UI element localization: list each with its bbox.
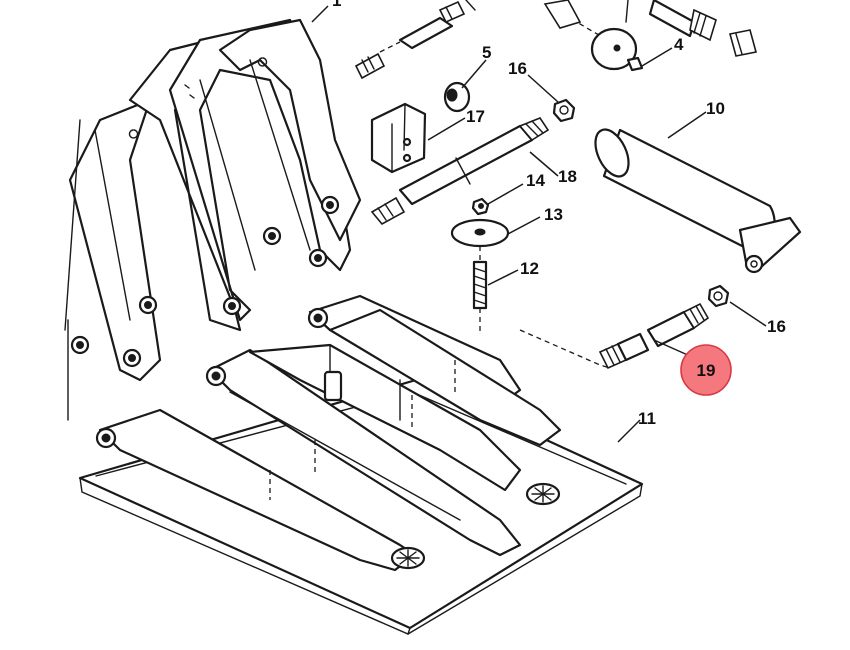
callout-11: 11 xyxy=(638,409,656,428)
handle-frame xyxy=(64,18,362,421)
callout-5: 5 xyxy=(482,43,491,62)
base-frame xyxy=(95,294,562,572)
callout-16-upper: 16 xyxy=(508,59,527,78)
callout-14: 14 xyxy=(526,171,545,190)
callouts: 1 5 16 17 4 10 18 14 13 12 16 19 11 xyxy=(332,0,786,428)
part-16-nut-upper xyxy=(552,98,576,123)
callout-1: 1 xyxy=(332,0,341,10)
callout-10: 10 xyxy=(706,99,725,118)
callout-12: 12 xyxy=(520,259,539,278)
leader-lines xyxy=(311,5,767,443)
callout-13: 13 xyxy=(544,205,563,224)
part-17-bracket xyxy=(370,102,427,174)
part-4-washer-assembly xyxy=(543,0,757,72)
part-18-shaft xyxy=(370,117,550,226)
part-10-cylinder xyxy=(594,128,802,274)
callout-18: 18 xyxy=(558,167,577,186)
top-shaft xyxy=(354,0,476,80)
part-14-nut xyxy=(471,197,490,216)
callout-19: 19 xyxy=(697,361,716,380)
part-19-pin xyxy=(519,302,710,370)
callout-17: 17 xyxy=(466,107,485,126)
part-5-bushing xyxy=(443,81,471,113)
part-12-bolt xyxy=(472,246,488,332)
part-16-nut-lower xyxy=(707,284,730,308)
callout-4: 4 xyxy=(674,35,684,54)
highlight-circle xyxy=(680,344,732,396)
part-13-washer xyxy=(450,218,510,248)
callout-16-lower: 16 xyxy=(767,317,786,336)
